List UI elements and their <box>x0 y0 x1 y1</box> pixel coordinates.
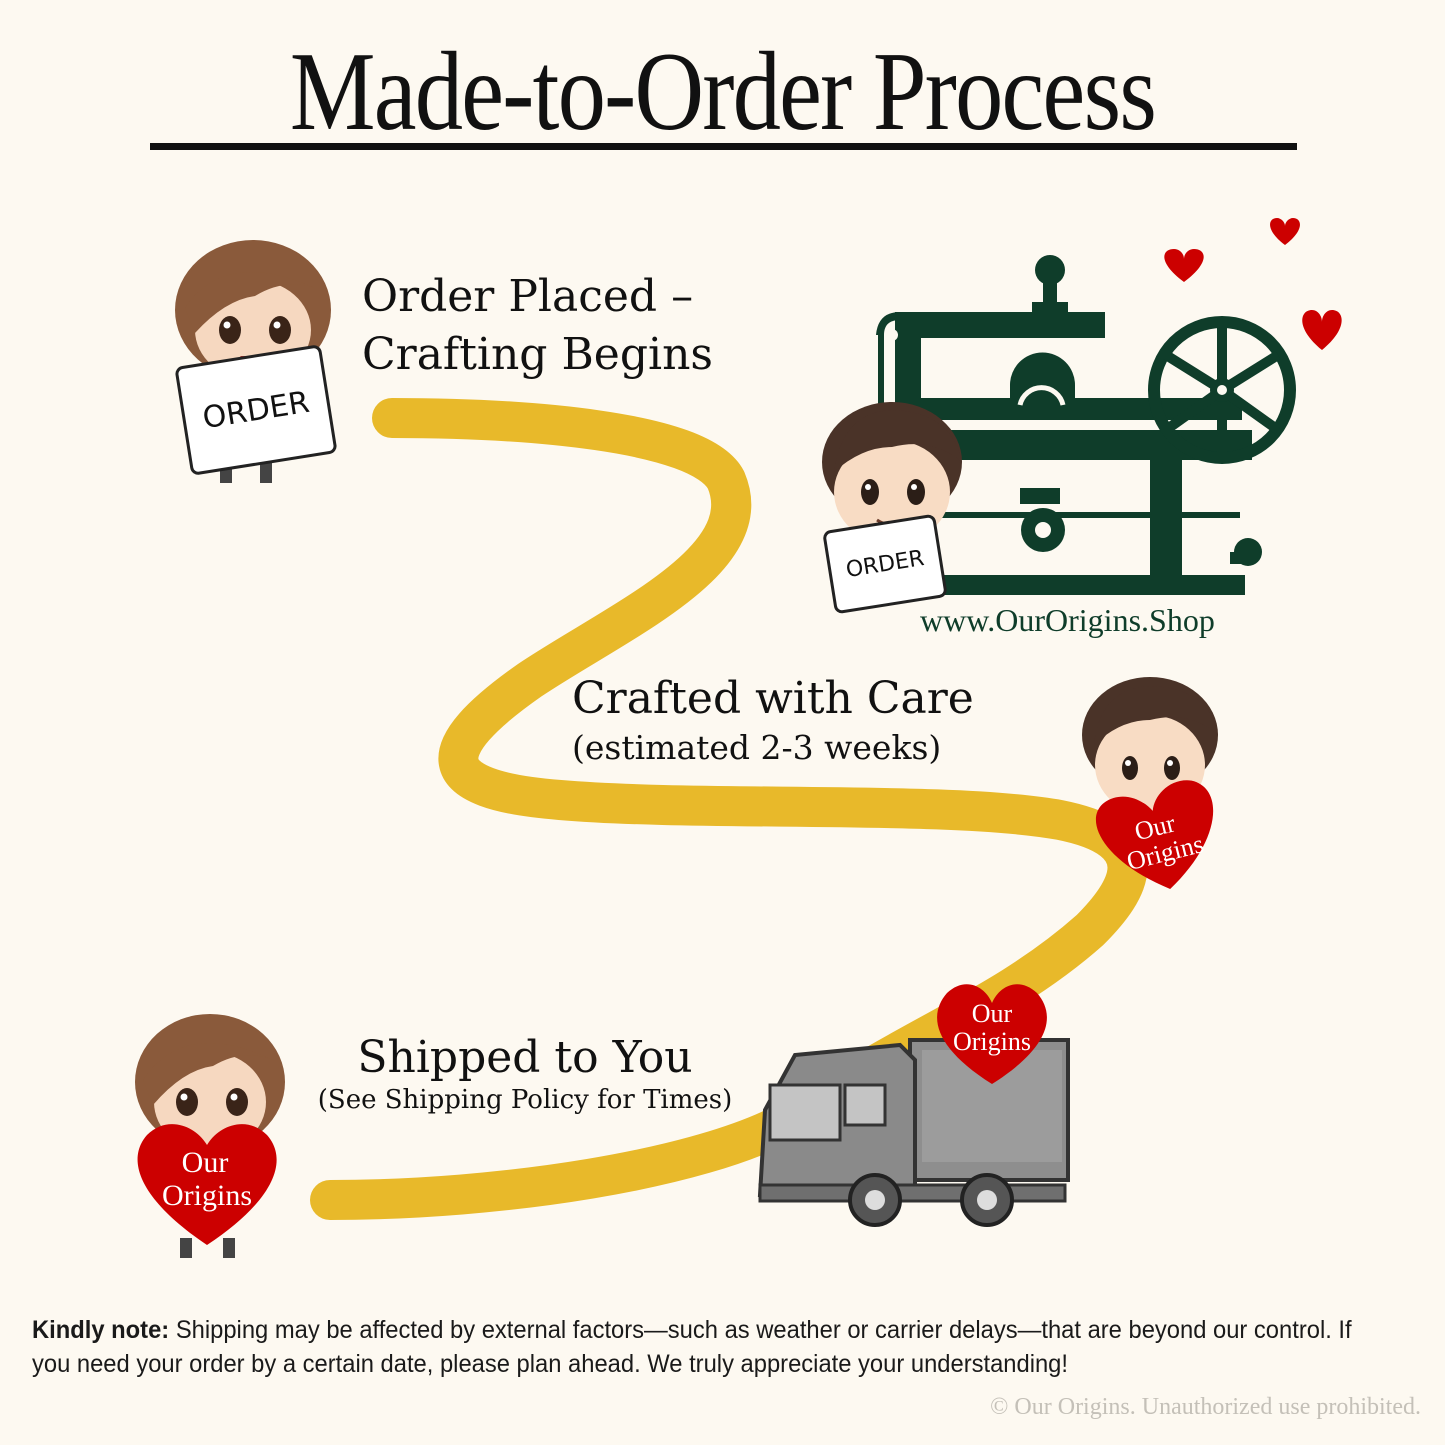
girl-heart-label-our: Our <box>182 1146 229 1179</box>
step-3-title: Shipped to You <box>357 1032 693 1083</box>
girl-with-heart-icon: Our Origins <box>135 1014 285 1258</box>
truck-heart-label-our: Our <box>972 999 1013 1028</box>
girl-heart-label-origins: Origins <box>162 1179 252 1212</box>
step-1-title-line-1: Order Placed – <box>362 271 694 322</box>
step-1-title: Order Placed – Crafting Begins <box>362 268 713 384</box>
note-label: Kindly note: <box>32 1316 170 1344</box>
truck-heart-label-origins: Origins <box>953 1027 1031 1056</box>
copyright-notice: © Our Origins. Unauthorized use prohibit… <box>990 1394 1421 1420</box>
girl-character-icon <box>175 240 331 483</box>
truck-heart-icon: Our Origins <box>937 984 1047 1084</box>
page-title: Made-to-Order Process <box>289 30 1157 154</box>
step-3-subtitle: (See Shipping Policy for Times) <box>317 1085 733 1115</box>
step-1-title-line-2: Crafting Begins <box>362 329 713 380</box>
floating-hearts-icon <box>1164 218 1342 350</box>
order-sign-machine-label: ORDER <box>844 545 926 583</box>
note-text: Shipping may be affected by external fac… <box>32 1316 1352 1378</box>
order-sign-label: ORDER <box>200 384 312 436</box>
order-sign: ORDER <box>174 344 338 476</box>
step-2-subtitle: (estimated 2-3 weeks) <box>572 728 942 767</box>
step-2-title: Crafted with Care <box>572 673 974 724</box>
shipping-note: Kindly note: Shipping may be affected by… <box>32 1313 1353 1381</box>
boy-with-heart-icon: Our Origins <box>1082 677 1218 889</box>
title-underline <box>150 143 1297 150</box>
machine-wheel <box>1148 316 1296 464</box>
order-sign-machine: ORDER <box>822 513 948 615</box>
site-url: www.OurOrigins.Shop <box>920 602 1215 638</box>
